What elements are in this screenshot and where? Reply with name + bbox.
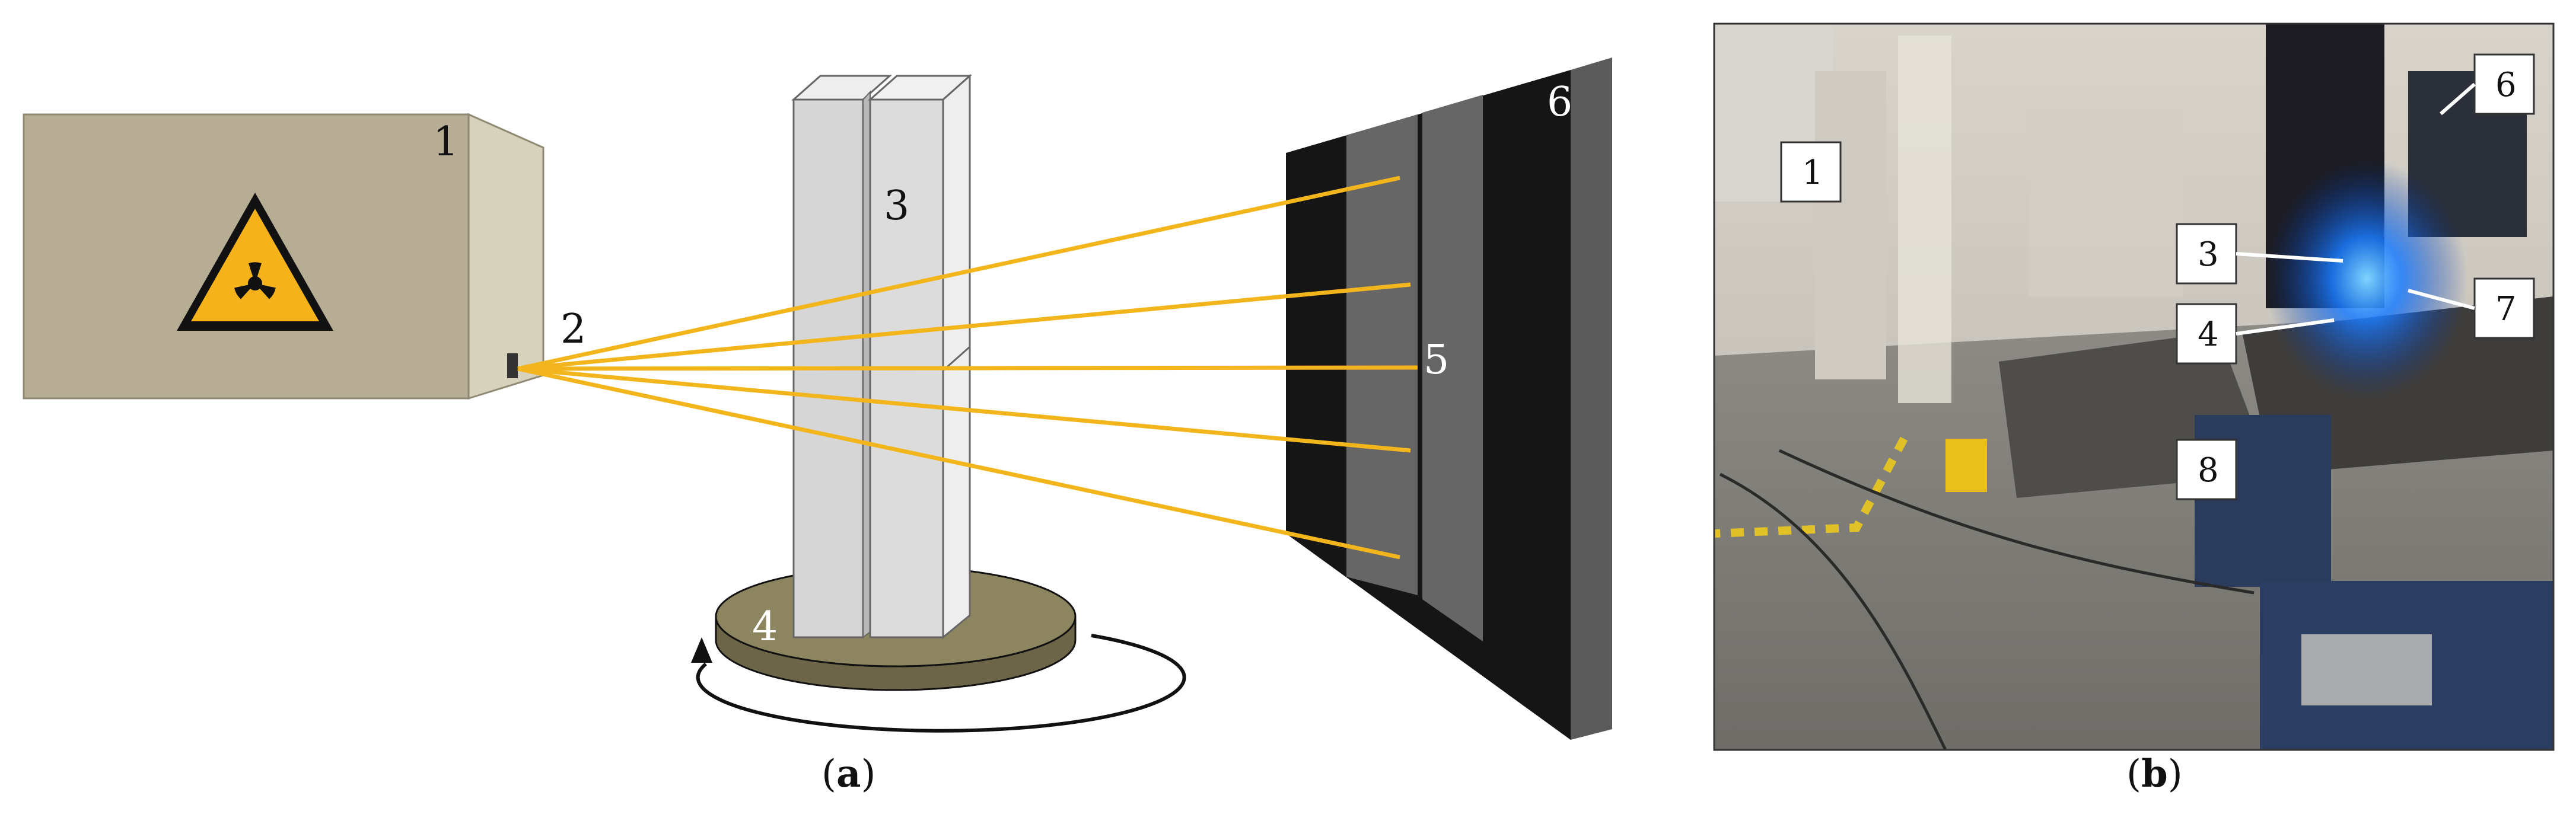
callout-8: 8 <box>2176 439 2237 500</box>
detector-edge <box>1571 58 1612 740</box>
svg-text:7: 7 <box>2495 290 2517 328</box>
source-aperture <box>507 353 518 378</box>
label-detector-line: 5 <box>1424 337 1449 384</box>
svg-text:8: 8 <box>2198 451 2219 490</box>
beam-5 <box>517 366 1400 560</box>
callout-4: 4 <box>2176 303 2335 365</box>
callout-7: 7 <box>2408 277 2535 339</box>
panel-b-photo: 1 3 4 6 7 <box>1713 23 2555 751</box>
rotation-arrow-path <box>696 634 1186 733</box>
label-detector: 6 <box>1547 79 1572 126</box>
beam-1 <box>517 175 1400 371</box>
xray-beams <box>517 175 1418 560</box>
detector: 6 5 <box>1286 58 1612 740</box>
detector-stripe-2 <box>1422 95 1483 641</box>
callout-3: 3 <box>2176 223 2343 285</box>
svg-text:3: 3 <box>2198 235 2219 274</box>
callout-6: 6 <box>2440 53 2535 116</box>
label-source: 1 <box>433 119 458 165</box>
svg-text:4: 4 <box>2198 315 2219 354</box>
svg-text:6: 6 <box>2495 66 2517 104</box>
photo-blue-glow <box>2266 160 2467 397</box>
caption-panel-b: (b) <box>2126 752 2183 796</box>
radiation-warning-icon <box>177 193 333 331</box>
label-rotation-table: 4 <box>752 603 778 650</box>
panel-a-schematic: 1 2 4 3 6 5 <box>23 58 1612 740</box>
beam-2 <box>517 282 1411 371</box>
detector-stripe-1 <box>1346 114 1418 595</box>
rotation-arrow-icon <box>691 637 712 663</box>
label-aperture: 2 <box>561 306 586 353</box>
beam-4 <box>517 366 1411 453</box>
beam-3 <box>517 365 1418 371</box>
photo-callouts: 1 3 4 6 7 <box>1780 53 2535 500</box>
callout-1: 1 <box>1780 141 1842 203</box>
caption-panel-a: (a) <box>821 752 876 796</box>
xray-source: 1 2 <box>23 113 586 400</box>
source-side-face <box>467 113 545 400</box>
specimen: 3 <box>791 74 972 640</box>
svg-text:1: 1 <box>1802 154 1823 192</box>
label-specimen: 3 <box>884 183 909 229</box>
